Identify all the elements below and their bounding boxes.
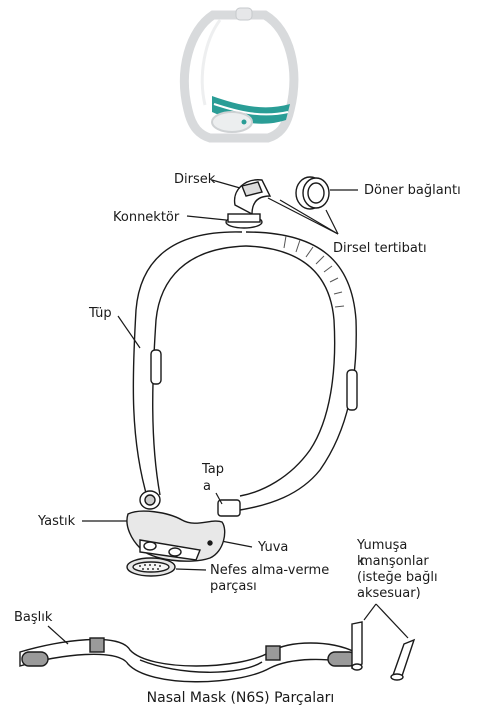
label-yumusak-line3: manşonlar	[360, 554, 429, 569]
figure-caption: Nasal Mask (N6S) Parçaları	[0, 690, 481, 706]
label-yumusak-line1: Yumuşa	[357, 538, 407, 553]
label-konnektor: Konnektör	[113, 210, 179, 225]
label-tup: Tüp	[89, 306, 112, 321]
label-dirsek: Dirsek	[174, 172, 215, 187]
label-baslik: Başlık	[14, 610, 52, 625]
label-yumusak-line5: aksesuar)	[357, 586, 421, 601]
label-doner-baglanti: Döner bağlantı	[364, 183, 461, 198]
label-yuva: Yuva	[258, 540, 288, 555]
label-dirsel-tertibati: Dirsel tertibatı	[333, 241, 427, 256]
vent-part	[127, 558, 175, 576]
mask-photo	[184, 8, 293, 138]
tube	[133, 232, 357, 516]
label-tapa-line2: a	[203, 479, 211, 494]
label-yastik: Yastık	[38, 514, 75, 529]
label-nefes-line2: parçası	[210, 579, 257, 594]
cushion-base	[127, 511, 225, 561]
headgear-strap	[20, 638, 356, 682]
label-tapa-line1: Tap	[202, 462, 224, 477]
label-yumusak-line4: (isteğe bağlı	[357, 570, 438, 585]
leader-lines-top	[187, 180, 358, 234]
soft-sleeves	[352, 622, 414, 680]
label-nefes-line1: Nefes alma-verme	[210, 563, 329, 578]
